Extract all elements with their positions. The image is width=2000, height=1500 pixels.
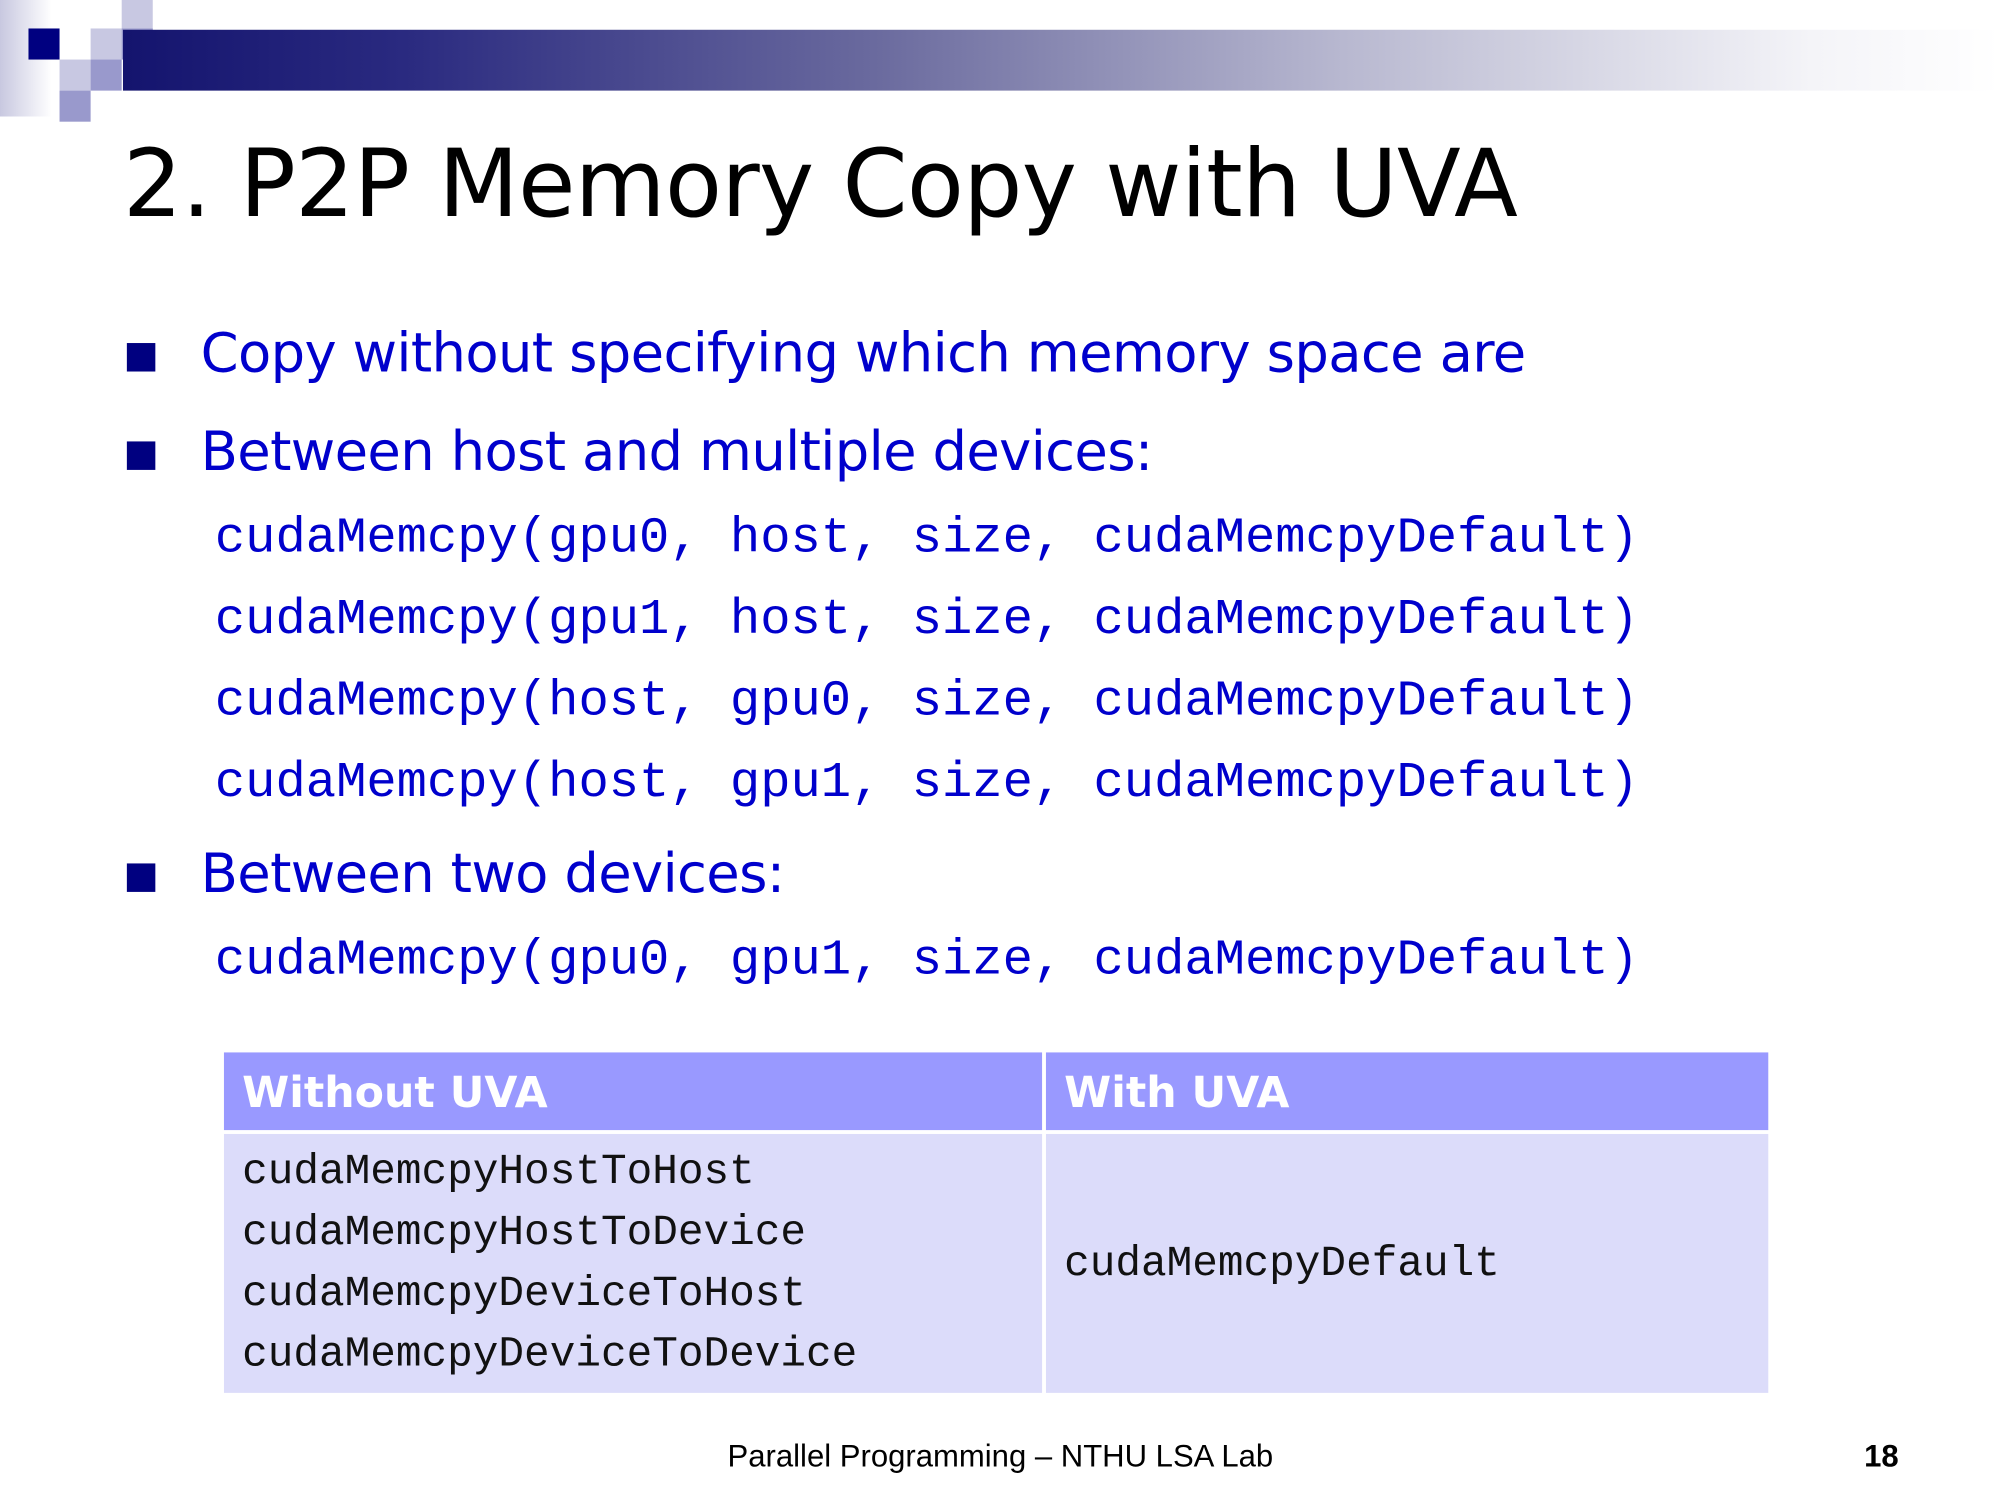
memcpy-kind: cudaMemcpyHostToDevice	[242, 1209, 807, 1257]
title-bar-decoration	[122, 29, 2000, 91]
bullet-icon	[126, 343, 156, 372]
code-line: cudaMemcpy(gpu0, gpu1, size, cudaMemcpyD…	[214, 932, 1639, 989]
with-uva-cell: cudaMemcpyDefault	[1045, 1133, 1769, 1393]
table-header-row: Without UVA With UVA	[223, 1052, 1769, 1131]
code-line: cudaMemcpy(host, gpu1, size, cudaMemcpyD…	[214, 754, 1639, 812]
page-number: 18	[1864, 1439, 1899, 1475]
code-line: cudaMemcpy(gpu0, host, size, cudaMemcpyD…	[214, 510, 1639, 567]
slide-title: 2. P2P Memory Copy with UVA	[122, 129, 1518, 239]
code-line: cudaMemcpy(host, gpu0, size, cudaMemcpyD…	[214, 673, 1639, 731]
without-uva-cell: cudaMemcpyHostToHost cudaMemcpyHostToDev…	[223, 1133, 1043, 1393]
bullet-text: Copy without specifying which memory spa…	[200, 321, 1527, 385]
bullet-icon	[126, 863, 156, 892]
comparison-table: Without UVA With UVA cudaMemcpyHostToHos…	[220, 1049, 1772, 1397]
table-row: cudaMemcpyHostToHost cudaMemcpyHostToDev…	[223, 1133, 1769, 1393]
bullet-text: Between two devices:	[200, 841, 785, 905]
bullet-text: Between host and multiple devices:	[200, 419, 1154, 483]
memcpy-kind: cudaMemcpyDeviceToHost	[242, 1269, 807, 1318]
code-line: cudaMemcpy(gpu1, host, size, cudaMemcpyD…	[214, 591, 1639, 649]
memcpy-kind: cudaMemcpyHostToHost	[242, 1148, 755, 1197]
header-without-uva: Without UVA	[223, 1052, 1043, 1131]
bullet-icon	[126, 441, 156, 470]
footer-text: Parallel Programming – NTHU LSA Lab	[727, 1439, 1274, 1475]
memcpy-kind: cudaMemcpyDeviceToDevice	[242, 1330, 858, 1379]
header-with-uva: With UVA	[1045, 1052, 1769, 1131]
